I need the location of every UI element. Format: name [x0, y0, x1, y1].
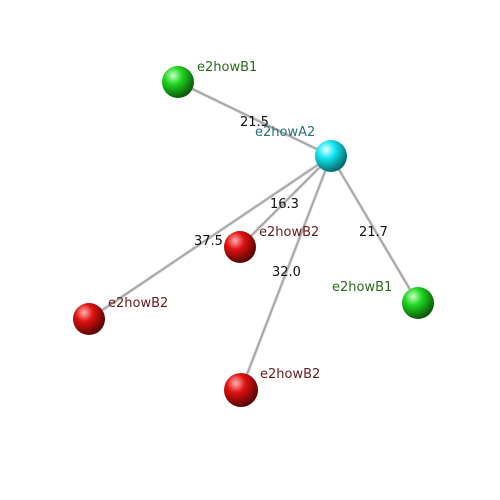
bond-distance-label: 37.5 — [194, 234, 223, 249]
bond-core-A2-B1b — [330, 155, 419, 304]
atom-sphere-B2a — [224, 231, 256, 263]
atom-label: e2howB2 — [260, 367, 320, 382]
bond-distance-label: 32.0 — [272, 265, 301, 280]
bonds-layer — [88, 80, 420, 391]
atom-label: e2howA2 — [255, 125, 315, 140]
atom-sphere-B2c — [224, 373, 258, 407]
atom-label: e2howB1 — [197, 60, 257, 75]
bond-labels-layer: 21.5 16.3 37.5 32.0 21.7 — [194, 115, 388, 280]
bond-core-A2-B2b — [88, 155, 332, 320]
atom-sphere-B1a — [162, 66, 194, 98]
bond-distance-label: 21.5 — [240, 115, 269, 130]
bond-core-A2-B2a — [239, 155, 332, 248]
bond-distance-label: 16.3 — [270, 197, 299, 212]
atom-sphere-A2 — [315, 140, 347, 172]
atom-label: e2howB1 — [332, 280, 392, 295]
atom-sphere-B1b — [402, 287, 434, 319]
atom-label: e2howB2 — [259, 225, 319, 240]
bond-core-A2-B2c — [240, 155, 332, 391]
atom-sphere-B2b — [73, 303, 105, 335]
bond-distance-label: 21.7 — [359, 225, 388, 240]
bond-core-A2-B1a — [177, 81, 332, 157]
atom-labels-layer: e2howA2 e2howB1 e2howB1 e2howB2 e2howB2 e2how… — [108, 60, 392, 382]
atom-label: e2howB2 — [108, 296, 168, 311]
atoms-layer — [73, 66, 434, 407]
